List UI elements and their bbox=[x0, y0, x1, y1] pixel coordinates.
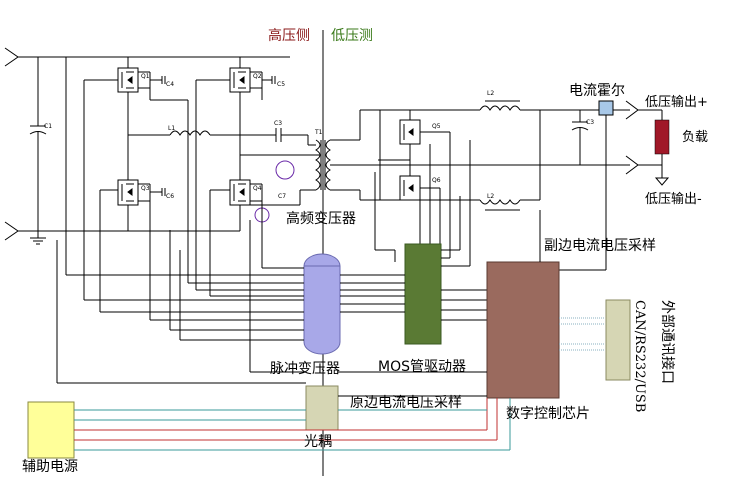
ext-interface-cn-label: 外部通讯接口 bbox=[659, 300, 676, 384]
output-inductors bbox=[479, 100, 600, 211]
l1-label: L1 bbox=[168, 125, 175, 132]
load-label: 负载 bbox=[682, 130, 708, 145]
q6-label: Q6 bbox=[432, 177, 441, 184]
low-side-label: 低压测 bbox=[331, 28, 373, 44]
hf-transformer-label: 高频变压器 bbox=[286, 210, 356, 227]
optocoupler bbox=[305, 385, 339, 431]
sense-loop-1 bbox=[275, 160, 295, 180]
mosfet-q1 bbox=[117, 67, 166, 93]
output-plus-label: 低压输出+ bbox=[645, 94, 708, 110]
t1-label: T1 bbox=[314, 129, 323, 136]
q3-label: Q3 bbox=[141, 185, 150, 192]
ext-interface-en-label: CAN/RS232/USB bbox=[632, 300, 647, 412]
driver-wires bbox=[340, 140, 487, 321]
capacitor-c1 bbox=[29, 57, 47, 231]
output-rails bbox=[378, 100, 670, 186]
l2a-label: L2 bbox=[487, 90, 494, 97]
aux-power-label: 辅助电源 bbox=[22, 459, 78, 475]
mos-driver bbox=[404, 243, 442, 345]
comm-link bbox=[559, 317, 605, 351]
c8-label: C3 bbox=[274, 120, 282, 127]
output-capacitor-c3 bbox=[571, 110, 589, 165]
pulse-transformer bbox=[303, 253, 341, 355]
c6-label: C6 bbox=[166, 193, 174, 200]
gate-drive-wires bbox=[66, 88, 304, 341]
c1-label: C1 bbox=[44, 123, 52, 130]
resonant-inductor-l1 bbox=[169, 128, 316, 146]
c4-label: C4 bbox=[166, 81, 174, 88]
digital-control-chip bbox=[486, 261, 560, 399]
q4-label: Q4 bbox=[253, 185, 262, 192]
mosfet-q2 bbox=[229, 67, 276, 93]
output-minus-label: 低压输出- bbox=[645, 191, 702, 207]
h-bridge bbox=[65, 57, 320, 312]
hf-transformer-symbol bbox=[240, 109, 380, 206]
external-interface-box bbox=[605, 299, 631, 381]
q1-label: Q1 bbox=[141, 73, 150, 80]
load-resistor bbox=[654, 119, 670, 155]
c7-label: C7 bbox=[278, 193, 286, 200]
current-hall-sensor bbox=[598, 100, 614, 116]
mosfet-q3 bbox=[117, 179, 166, 206]
secondary-sampling-label: 副边电流电压采样 bbox=[544, 238, 656, 254]
mos-driver-label: MOS管驱动器 bbox=[378, 359, 466, 375]
digital-chip-label: 数字控制芯片 bbox=[506, 406, 590, 422]
current-hall-label: 电流霍尔 bbox=[569, 83, 625, 99]
q2-label: Q2 bbox=[253, 73, 262, 80]
q5-label: Q5 bbox=[432, 123, 441, 130]
secondary-switches bbox=[378, 109, 480, 258]
c3-label: C3 bbox=[586, 119, 594, 126]
mosfet-q4 bbox=[229, 179, 263, 206]
auxiliary-power-box bbox=[27, 401, 75, 459]
opto-wires bbox=[56, 220, 487, 397]
primary-sampling-label: 原边电流电压采样 bbox=[350, 395, 462, 411]
aux-power-wires bbox=[74, 398, 511, 451]
pulse-transformer-label: 脉冲变压器 bbox=[270, 361, 340, 377]
optocoupler-label: 光耦 bbox=[304, 434, 332, 450]
c5-label: C5 bbox=[277, 81, 285, 88]
high-side-label: 高压侧 bbox=[268, 27, 310, 44]
input-terminals bbox=[4, 47, 290, 245]
l2b-label: L2 bbox=[487, 193, 494, 200]
